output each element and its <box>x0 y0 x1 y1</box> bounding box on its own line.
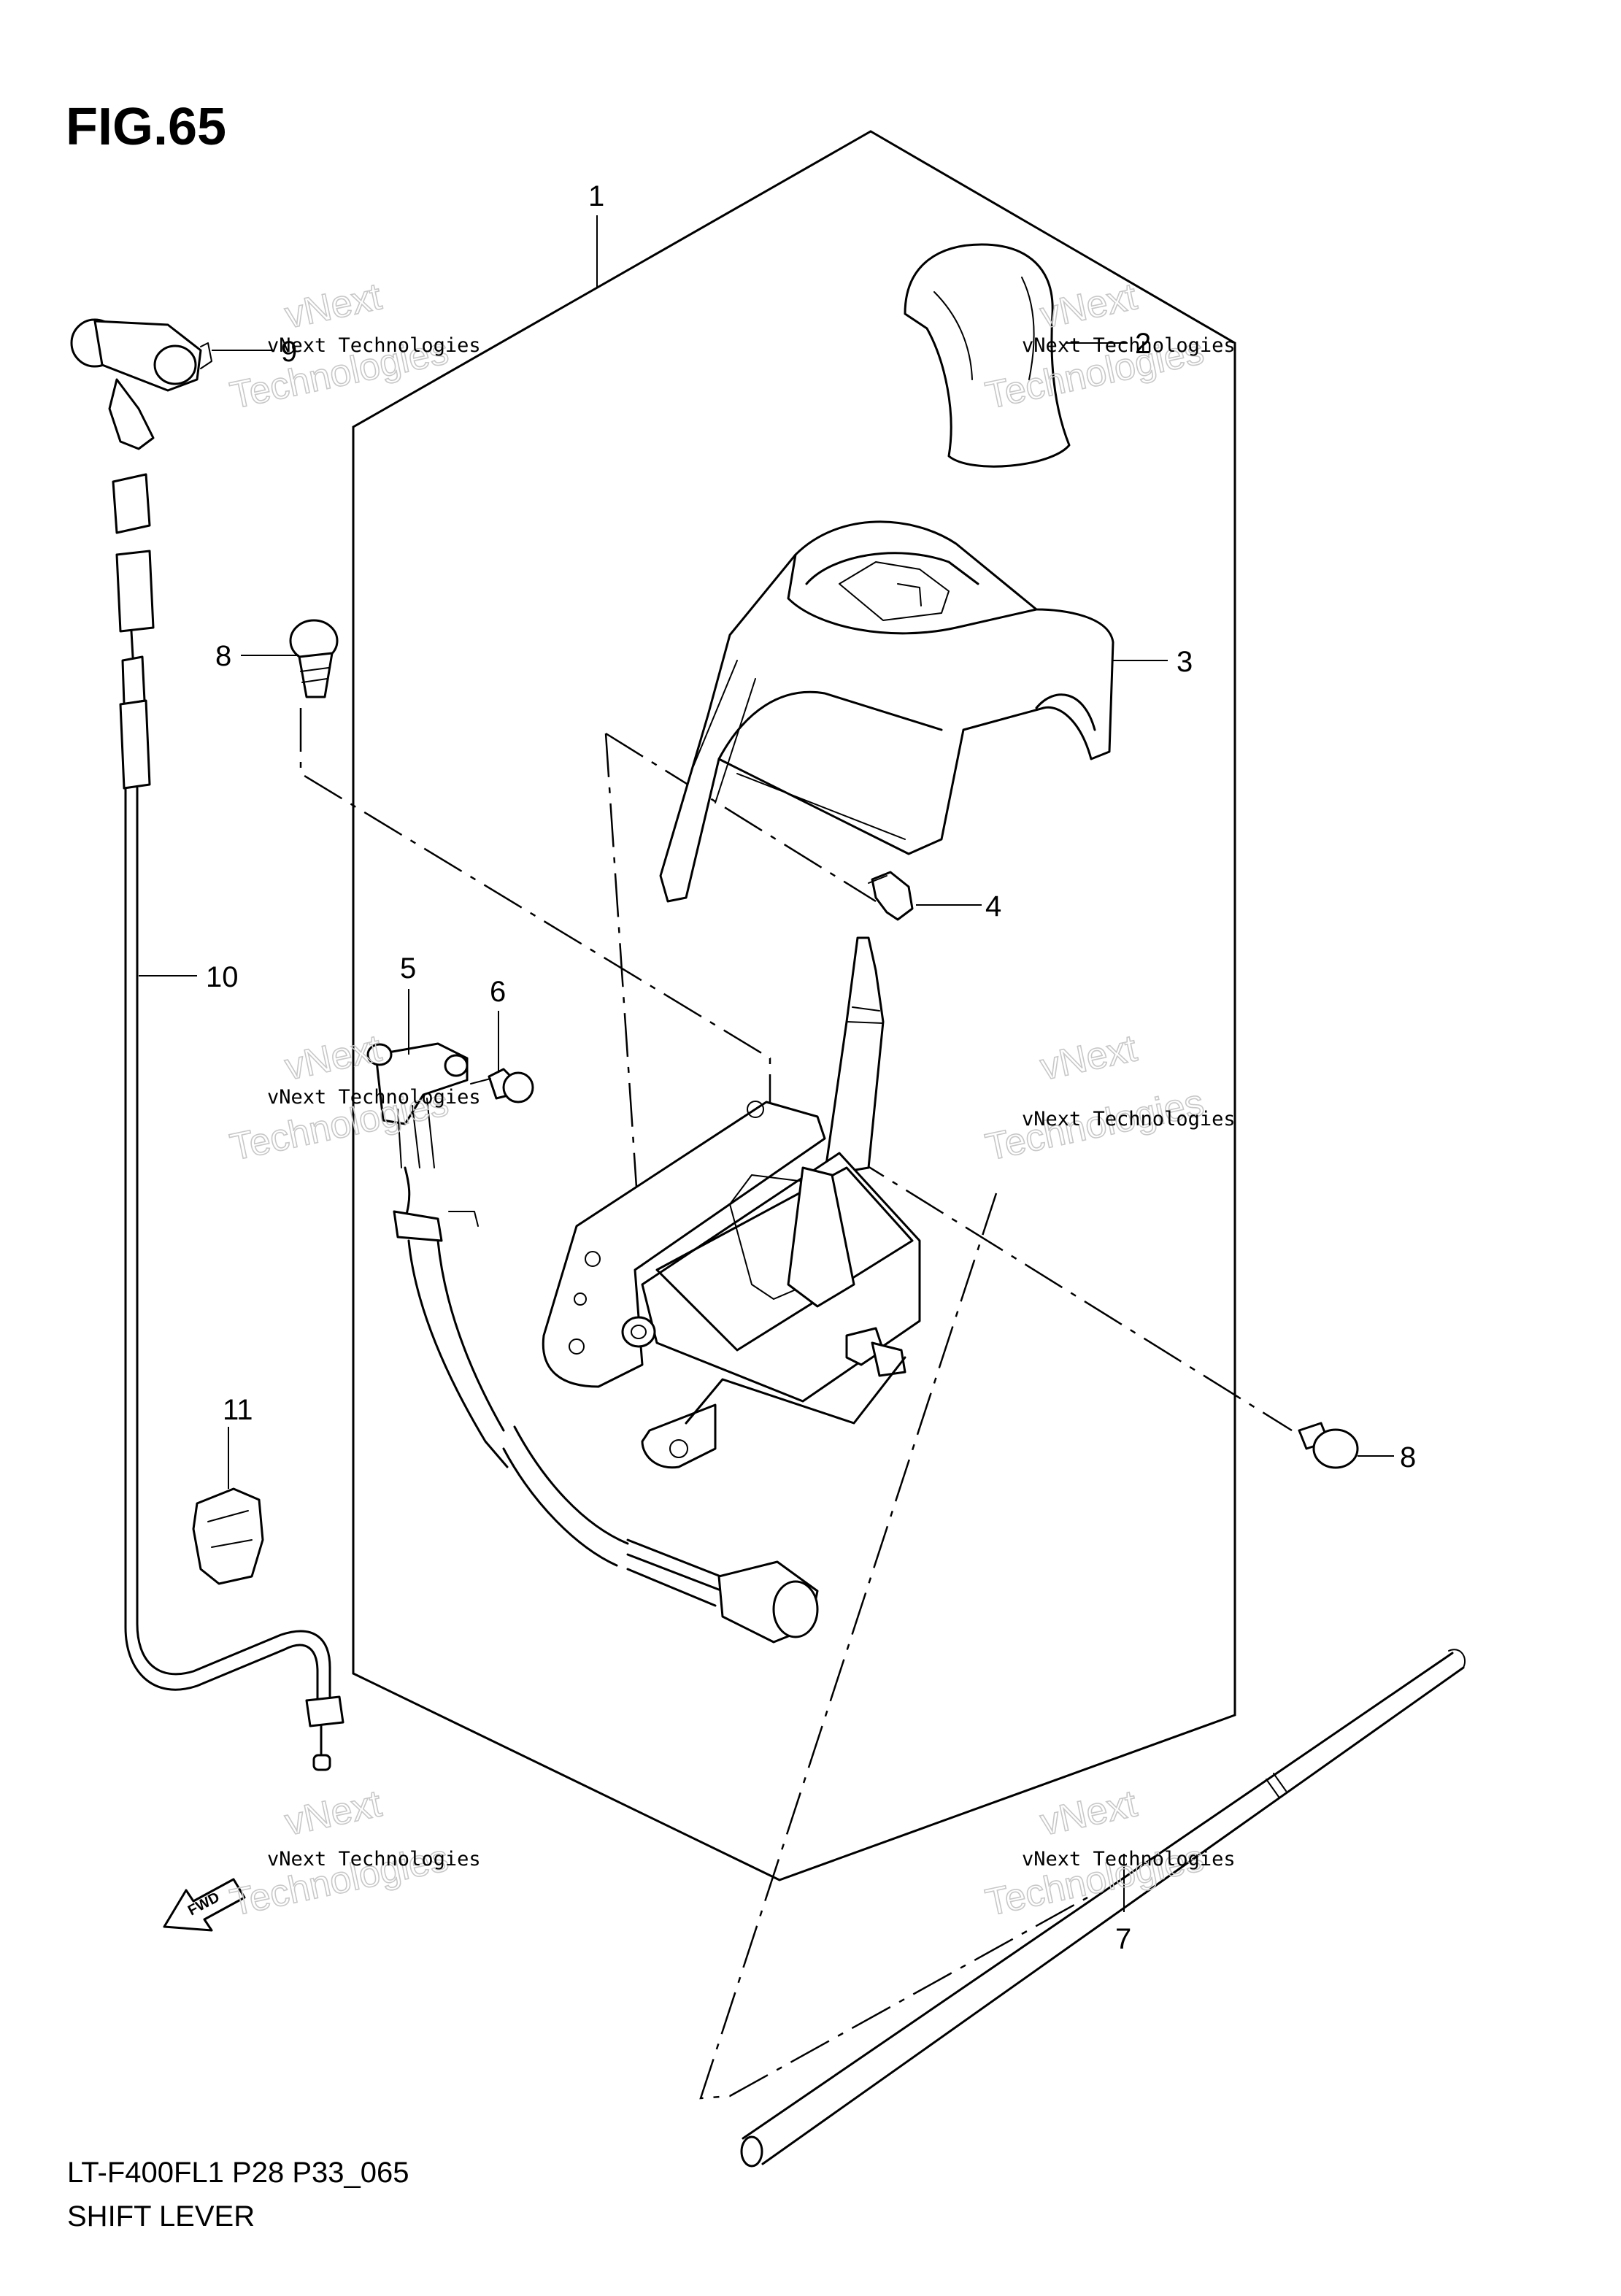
callout-6: 6 <box>490 976 506 1008</box>
callout-9: 9 <box>281 336 297 368</box>
neutral-switch <box>366 1042 469 1168</box>
svg-text:vNext Technologies: vNext Technologies <box>267 1848 481 1871</box>
lever-cover <box>659 520 1114 903</box>
svg-text:vNext: vNext <box>281 1782 385 1844</box>
watermark-top-left: vNext Technologies vNext Technologies <box>226 274 481 417</box>
callout-8-right: 8 <box>1400 1441 1416 1473</box>
figure-title: FIG.65 <box>66 98 226 156</box>
callout-10: 10 <box>206 961 239 993</box>
callout-8-top: 8 <box>215 640 231 672</box>
callout-7: 7 <box>1115 1923 1131 1955</box>
callout-2: 2 <box>1135 328 1151 360</box>
svg-text:vNext: vNext <box>1036 1782 1141 1844</box>
assembly-frame <box>352 130 1236 1881</box>
svg-text:vNext: vNext <box>281 275 385 336</box>
shift-cable-end <box>70 318 212 450</box>
bolt-8-top <box>289 619 339 698</box>
callout-5: 5 <box>400 952 416 985</box>
svg-text:vNext: vNext <box>1036 275 1141 336</box>
shift-knob <box>904 243 1071 468</box>
figure-name: SHIFT LEVER <box>67 2200 255 2233</box>
callout-1: 1 <box>588 180 604 212</box>
svg-text:vNext Technologies: vNext Technologies <box>267 334 481 357</box>
svg-text:vNext Technologies: vNext Technologies <box>1022 334 1236 357</box>
callout-11: 11 <box>223 1394 253 1426</box>
watermarks: vNext Technologies vNext Technologies vN… <box>226 274 1236 1925</box>
svg-text:vNext: vNext <box>281 1027 385 1088</box>
fwd-arrow: FWD <box>163 1878 246 1932</box>
dashed-leaders <box>299 708 1293 2100</box>
shift-cable <box>112 473 344 1771</box>
callout-3: 3 <box>1177 646 1193 678</box>
svg-text:vNext Technologies: vNext Technologies <box>267 1086 481 1109</box>
watermark-mid-right: vNext Technologies vNext Technologies <box>982 1026 1236 1169</box>
figure-code: LT-F400FL1 P28 P33_065 <box>67 2157 409 2189</box>
wiring-harness <box>393 1166 819 1644</box>
bolt-8-right <box>1298 1422 1359 1469</box>
shift-lever-bracket <box>542 936 921 1469</box>
watermark-bottom-left: vNext Technologies vNext Technologies <box>226 1781 481 1925</box>
shift-rod <box>740 1649 1466 2168</box>
cable-clamp <box>192 1487 264 1585</box>
switch-screw <box>470 1068 534 1103</box>
callout-leaders <box>139 215 1394 1912</box>
callout-numbers: 1 2 3 4 5 6 7 8 8 9 10 11 <box>206 180 1416 1955</box>
svg-text:vNext Technologies: vNext Technologies <box>1022 1848 1236 1871</box>
bolt-4 <box>868 871 914 921</box>
watermark-bottom-right: vNext Technologies vNext Technologies <box>982 1781 1236 1925</box>
callout-4: 4 <box>985 890 1001 922</box>
svg-text:vNext: vNext <box>1036 1027 1141 1088</box>
svg-text:vNext Technologies: vNext Technologies <box>1022 1108 1236 1130</box>
